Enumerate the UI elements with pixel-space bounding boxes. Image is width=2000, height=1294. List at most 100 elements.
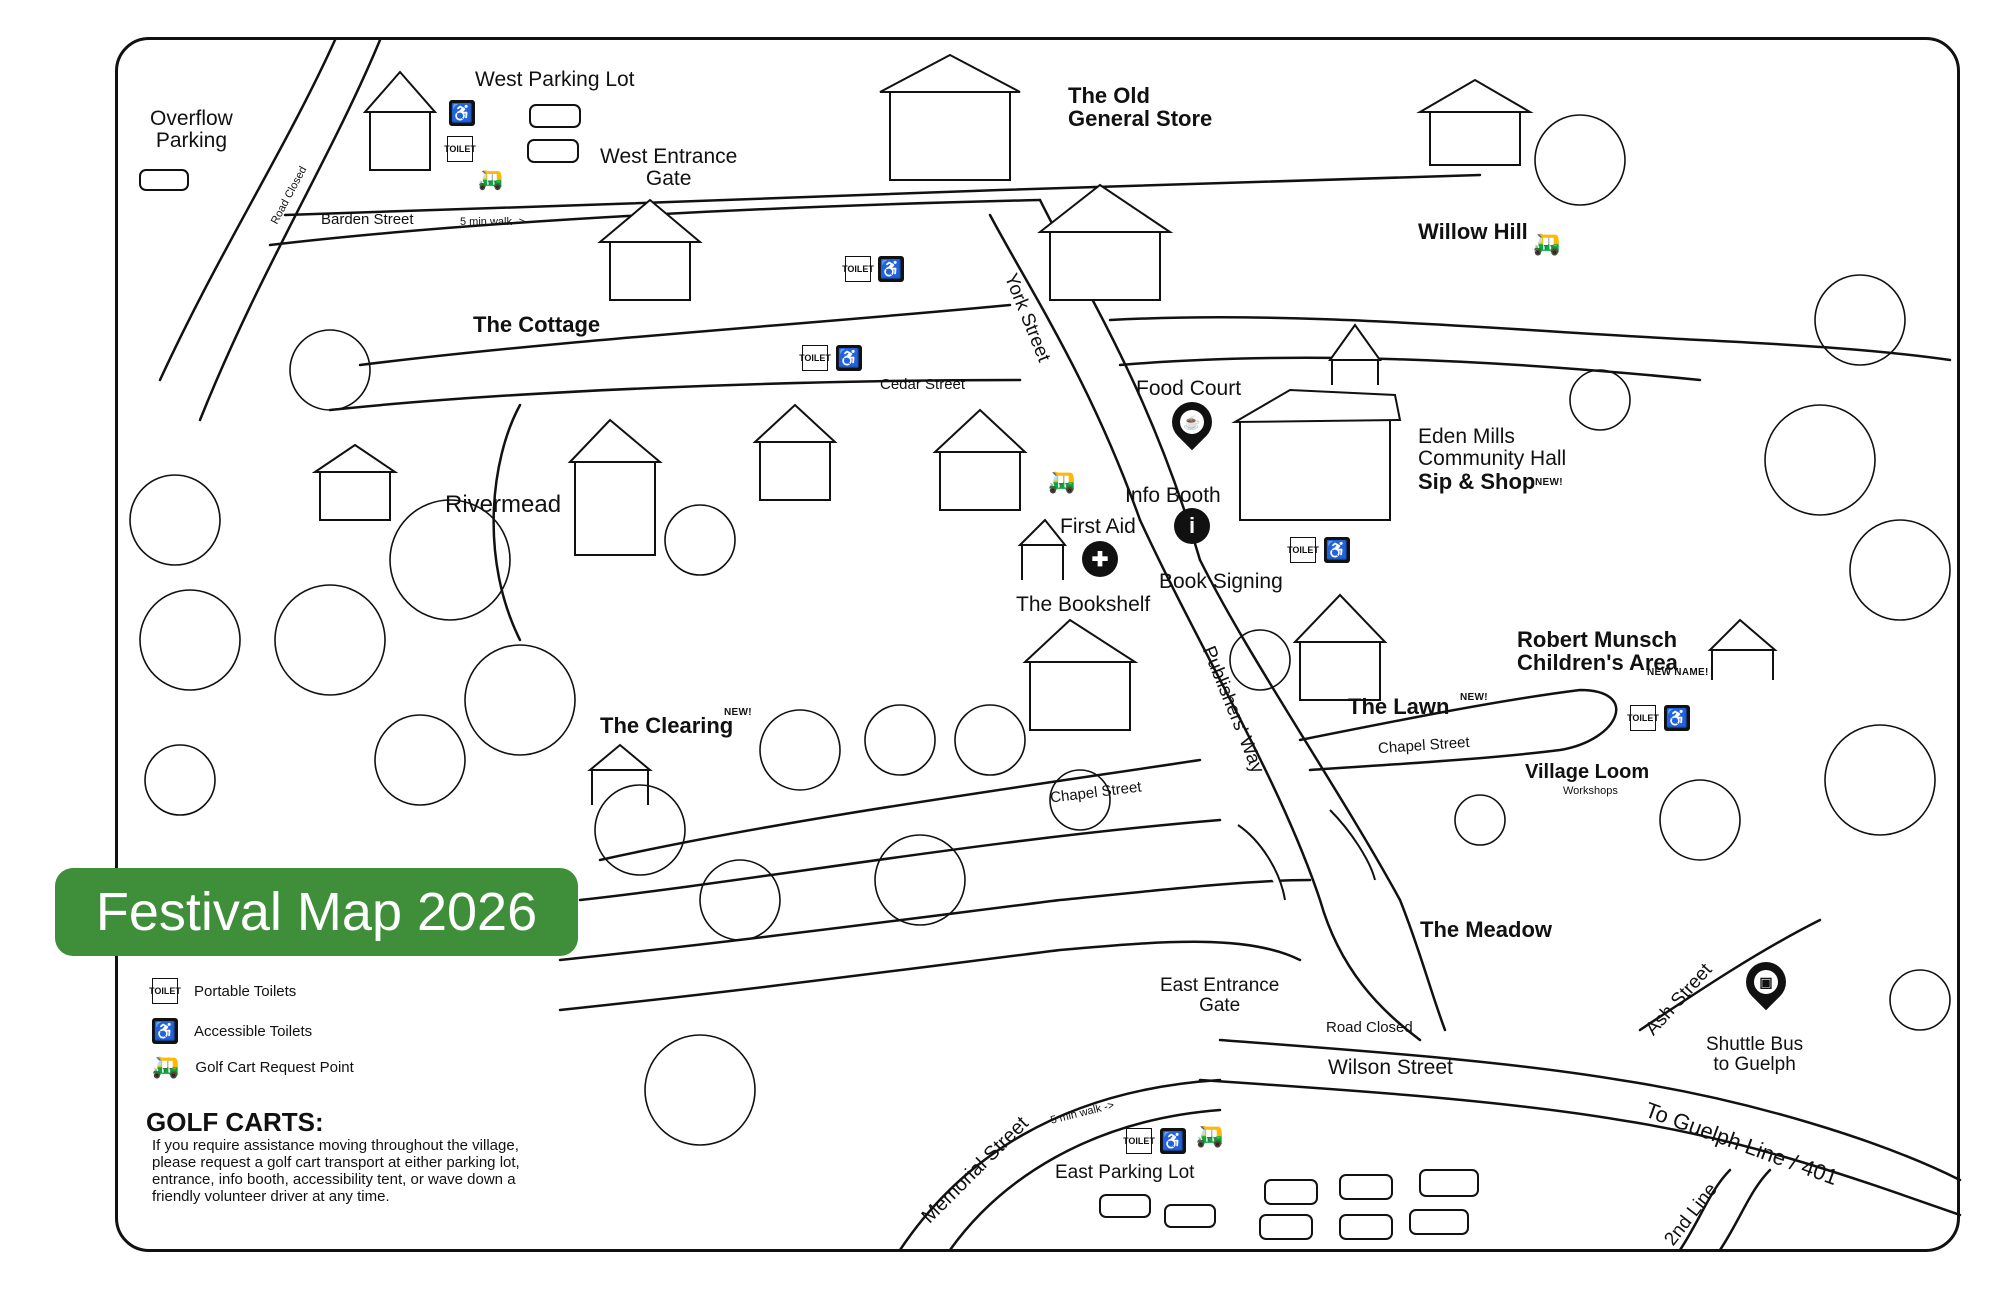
west-bridge [1237,824,1286,901]
willow-hill-house [1416,78,1534,166]
accessible-icon: ♿ [449,100,475,126]
west-gate-house [597,198,703,301]
sip-and-shop-new-tag: NEW! [1535,477,1563,488]
childrens-area-gazebo [1707,618,1778,680]
village-loom-label: Village Loom [1525,761,1650,783]
the-lawn-label: The Lawn [1348,694,1450,719]
east-parking-lot-label: East Parking Lot [1055,1162,1195,1183]
memorial-street-road [898,1078,1222,1252]
golf-cart-icon[interactable]: 🛺 [478,169,503,191]
five-min-walk-west-label: 5 min walk -> [460,216,526,228]
road-closed-label: Road Closed [1326,1019,1413,1036]
rivermead-label: Rivermead [445,491,562,518]
golf-carts-heading: GOLF CARTS: [146,1107,324,1137]
rivermead-house-2 [752,403,838,501]
sip-and-shop-label: Sip & Shop [1418,469,1536,494]
robert-munsch-new-name-tag: NEW NAME! [1647,667,1709,678]
community-hall-building [1231,388,1402,521]
road-closed-road [198,38,382,422]
legend-portable-toilets-label: Portable Toilets [194,982,297,1000]
food-court-label: Food Court [1136,377,1242,400]
the-clearing-label: The Clearing [600,713,734,738]
bus-icon: ▣ [1754,970,1778,994]
the-lawn-new-tag: NEW! [1460,692,1488,703]
info-icon[interactable]: i [1174,508,1210,544]
east-lot-car-1 [1099,1194,1151,1218]
old-general-store-building [879,53,1021,181]
church-building [362,70,438,171]
west-lot-car-1 [529,104,581,128]
toilet-icon: TOILET [444,136,476,162]
east-lot-car-6 [1259,1214,1313,1240]
map-frame [115,37,1960,1252]
first-aid-tent [1017,518,1068,580]
east-bridge [1329,809,1376,881]
shuttle-bus-label: Shuttle Bus to Guelph [1706,1034,1804,1075]
legend-accessible-toilets: ♿ Accessible Toilets [152,1018,312,1044]
festival-map-title-badge: Festival Map 2026 [55,868,578,956]
toilet-icon: TOILET [1123,1128,1155,1154]
east-lot-car-2 [1164,1204,1216,1228]
the-bookshelf-label: The Bookshelf [1016,593,1151,616]
barden-street-label: Barden Street [321,211,414,228]
toilet-icon: TOILET [149,978,181,1004]
old-general-store-label: The Old General Store [1068,83,1213,132]
accessible-icon: ♿ [1160,1128,1186,1154]
accessible-icon: ♿ [878,256,904,282]
chapel-street-east-road [1298,688,1618,772]
east-lot-car-7 [1339,1214,1393,1240]
golf-cart-icon[interactable]: 🛺 [1533,231,1561,256]
toilet-icon: TOILET [1627,705,1659,731]
toilet-icon: TOILET [1287,537,1319,563]
rivermead-house-3 [932,408,1028,511]
robert-munsch-label: Robert Munsch Children's Area [1517,627,1678,676]
overflow-parking-label: Overflow Parking [150,107,233,153]
rivermead-house-4 [311,443,399,521]
toilet-icon: TOILET [842,256,874,282]
chapel-street-west-road [598,758,1202,862]
eden-mills-hall-label: Eden Mills Community Hall [1418,425,1567,471]
clearing-gazebo [587,743,653,805]
coffee-icon: ☕ [1180,410,1204,434]
wilson-street-label: Wilson Street [1328,1056,1453,1079]
overflow-car [139,169,189,191]
legend-accessible-toilets-label: Accessible Toilets [194,1022,313,1040]
workshops-label: Workshops [1563,785,1618,797]
info-booth-label: Info Booth [1125,484,1221,507]
first-aid-label: First Aid [1060,515,1136,538]
food-court-tent [1328,323,1382,385]
lawn-building [1292,593,1388,701]
york-house [1037,183,1174,301]
golf-carts-text: If you require assistance moving through… [152,1137,520,1205]
bookshelf-building [1022,618,1139,731]
east-lot-car-4 [1339,1174,1393,1200]
book-signing-label: Book Signing [1159,570,1283,593]
east-lot-car-5 [1419,1169,1479,1197]
cedar-street-road [358,303,1012,367]
rivermead-house-1 [567,418,663,556]
golf-cart-icon[interactable]: 🛺 [1196,1123,1224,1148]
toilet-icon: TOILET [799,345,831,371]
accessible-icon: ♿ [1664,705,1690,731]
accessible-icon: ♿ [1324,537,1350,563]
accessible-icon: ♿ [152,1018,178,1044]
willow-hill-label: Willow Hill [1418,219,1528,244]
the-cottage-label: The Cottage [473,312,601,337]
wilson-street-road [1218,1038,1962,1182]
the-meadow-label: The Meadow [1420,917,1553,942]
the-clearing-new-tag: NEW! [724,707,752,718]
accessible-icon: ♿ [836,345,862,371]
legend-golf-cart: 🛺 Golf Cart Request Point [152,1054,354,1080]
legend-golf-cart-label: Golf Cart Request Point [195,1058,354,1076]
first-aid-icon[interactable]: ✚ [1082,541,1118,577]
golf-cart-icon[interactable]: 🛺 [1048,469,1076,494]
cedar-street-label: Cedar Street [880,376,966,393]
golf-cart-icon: 🛺 [152,1054,180,1079]
east-lot-car-8 [1409,1209,1469,1235]
ash-street-road [1638,918,1822,1032]
legend-portable-toilets: TOILET Portable Toilets [149,978,297,1004]
west-lot-car-2 [527,139,579,163]
east-lot-car-3 [1264,1179,1318,1205]
west-parking-lot-label: West Parking Lot [475,68,635,91]
